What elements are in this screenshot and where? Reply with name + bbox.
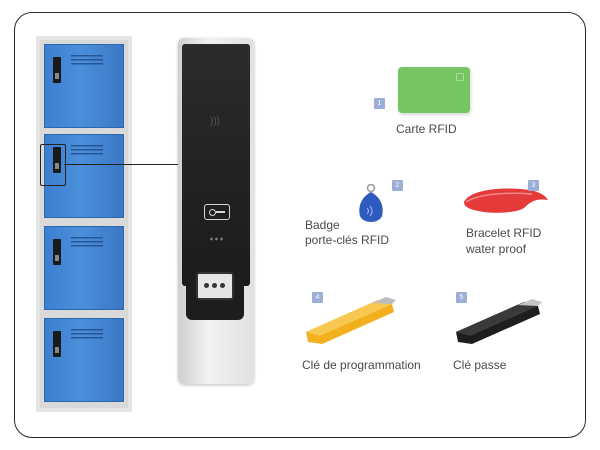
lock-black-panel: ))): [182, 44, 250, 286]
vent-grille: [71, 145, 103, 157]
lock-icon: [53, 147, 61, 173]
vent-grille: [71, 329, 103, 341]
lock-icon: [53, 57, 61, 83]
cylinder-icon: [196, 272, 234, 300]
master-key-label: Clé passe: [453, 358, 507, 372]
key-fob-image: [359, 184, 383, 222]
key-fob-label-line2: porte-clés RFID: [305, 233, 390, 247]
programming-key-label: Clé de programmation: [302, 358, 421, 372]
item-number-badge: 5: [456, 292, 467, 303]
locker-door: [44, 226, 124, 310]
rfid-waves-icon: ))): [210, 116, 220, 127]
master-key-image: [456, 299, 542, 344]
bracelet-label-line2: water proof: [466, 242, 527, 256]
item-number-badge: 1: [374, 98, 385, 109]
locker-door: [44, 318, 124, 402]
lock-highlight-box: [40, 144, 66, 186]
vent-grille: [71, 237, 103, 249]
lock-icon: [53, 239, 61, 265]
item-number-badge: 2: [392, 180, 403, 191]
rfid-card-image: [398, 67, 470, 113]
locker-door: [44, 134, 124, 218]
cylinder-housing: [186, 264, 244, 320]
item-number-badge: 4: [312, 292, 323, 303]
electronic-lock: ))): [178, 38, 254, 384]
connector-line: [64, 164, 216, 166]
bracelet-label-line1: Bracelet RFID: [466, 226, 542, 240]
indicator-dots: [209, 237, 225, 241]
item-number-badge: 3: [528, 180, 539, 191]
locker-unit: [40, 40, 128, 408]
lock-icon: [53, 331, 61, 357]
programming-key-image: [306, 297, 396, 344]
key-fob-label-line1: Badge: [305, 218, 340, 232]
vent-grille: [71, 55, 103, 67]
rfid-card-label: Carte RFID: [396, 122, 457, 136]
key-icon: [204, 204, 230, 220]
locker-door: [44, 44, 124, 128]
bracelet-image: [464, 188, 548, 213]
